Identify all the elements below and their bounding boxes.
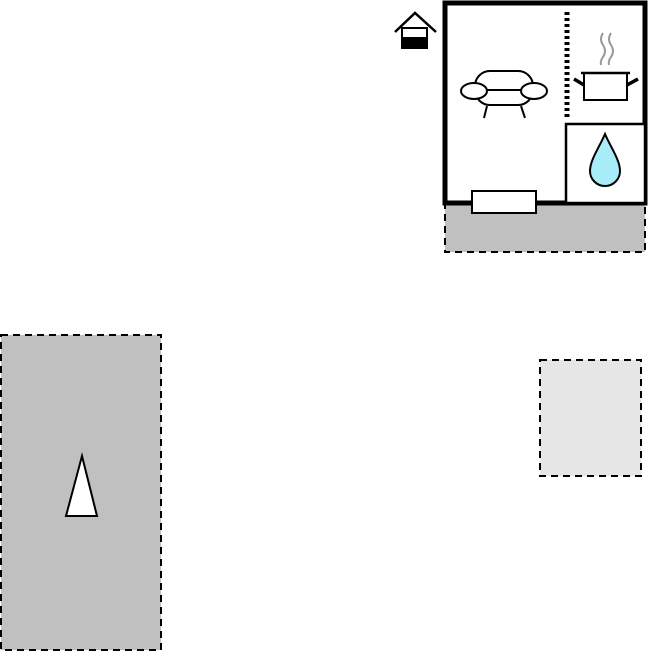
steam-wisp-2: [607, 32, 614, 66]
sofa-arm-right: [520, 82, 548, 100]
entrance-door: [471, 190, 537, 214]
house-body-fill: [402, 37, 427, 48]
sofa-icon: [460, 70, 548, 119]
house-icon: [394, 11, 437, 49]
sofa-arm-left: [460, 82, 488, 100]
pot-handle-right: [626, 77, 639, 87]
pot-handle-left: [573, 77, 585, 87]
house-roof: [394, 11, 437, 33]
cone-icon: [64, 452, 99, 517]
small-area-zone: [539, 359, 642, 477]
water-drop-icon: [588, 131, 622, 187]
cooking-pot-icon: [573, 71, 639, 101]
sofa-leg-left: [483, 105, 488, 119]
steam-icon: [599, 32, 614, 66]
steam-wisp-1: [599, 32, 606, 66]
pot-body: [583, 72, 628, 101]
sofa-leg-right: [520, 105, 526, 119]
